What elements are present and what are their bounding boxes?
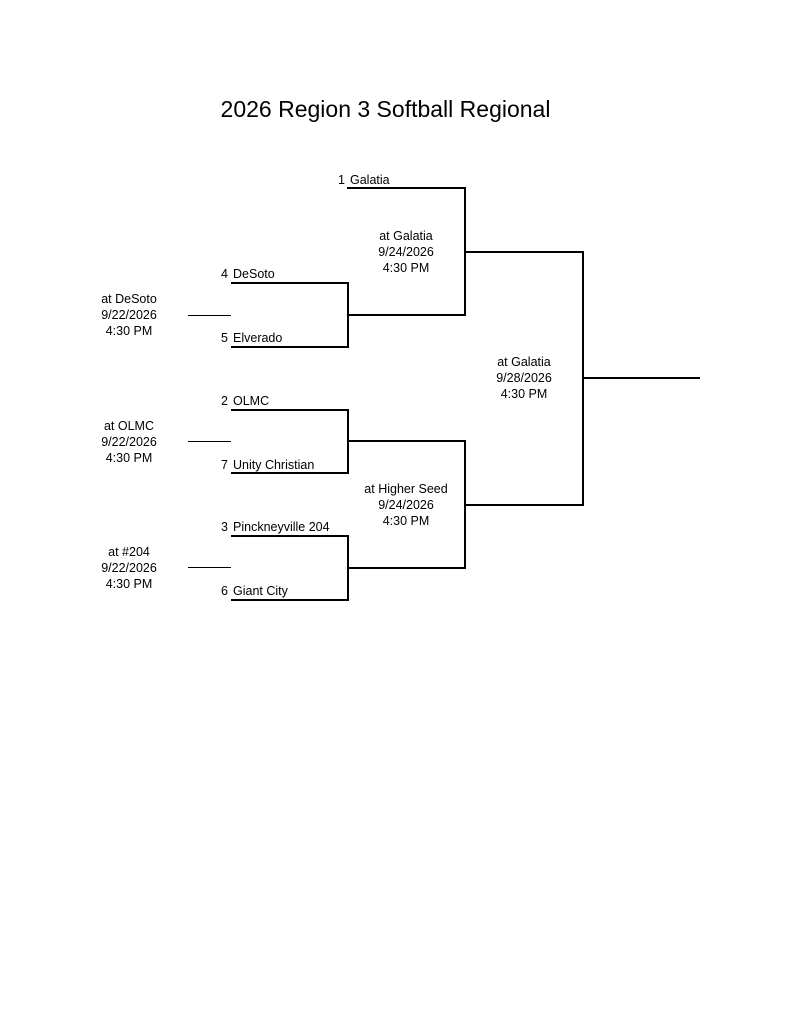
seed-number: 7 bbox=[221, 458, 228, 472]
bracket-line-giant-city bbox=[231, 599, 349, 601]
seed-number: 1 bbox=[338, 173, 345, 187]
bracket-line-204-winner bbox=[347, 567, 466, 569]
team-name: OLMC bbox=[233, 394, 270, 408]
game-info-semi-top: at Galatia 9/24/2026 4:30 PM bbox=[351, 228, 461, 276]
team-slot-6: 6 Giant City bbox=[221, 583, 288, 599]
game-time: 4:30 PM bbox=[382, 261, 430, 275]
team-name: DeSoto bbox=[233, 267, 275, 281]
team-slot-4: 4 DeSoto bbox=[221, 266, 275, 282]
bracket-line-unity-christian bbox=[231, 472, 349, 474]
game-info-204: at #204 9/22/2026 4:30 PM bbox=[74, 544, 184, 592]
team-slot-2: 2 OLMC bbox=[221, 393, 269, 409]
bracket-line-desoto bbox=[231, 282, 349, 284]
team-name: Pinckneyville 204 bbox=[233, 520, 330, 534]
page-title: 2026 Region 3 Softball Regional bbox=[220, 96, 551, 122]
game-info-olmc: at OLMC 9/22/2026 4:30 PM bbox=[74, 418, 184, 466]
game-info-semi-bottom: at Higher Seed 9/24/2026 4:30 PM bbox=[351, 481, 461, 529]
seed-number: 6 bbox=[221, 584, 228, 598]
game-date: 9/22/2026 bbox=[101, 308, 157, 322]
game-time: 4:30 PM bbox=[500, 387, 548, 401]
bracket-line-olmc-winner bbox=[347, 440, 466, 442]
game-site: at OLMC bbox=[103, 419, 154, 433]
game-time: 4:30 PM bbox=[105, 451, 153, 465]
game-marker-desoto bbox=[188, 315, 231, 316]
team-slot-5: 5 Elverado bbox=[221, 330, 282, 346]
seed-number: 5 bbox=[221, 331, 228, 345]
team-name: Giant City bbox=[233, 584, 288, 598]
game-date: 9/28/2026 bbox=[496, 371, 552, 385]
bracket-line-olmc bbox=[231, 409, 349, 411]
bracket-line-pinckneyville bbox=[231, 535, 349, 537]
seed-number: 2 bbox=[221, 394, 228, 408]
bracket-line-champion bbox=[582, 377, 700, 379]
game-site: at Galatia bbox=[497, 355, 551, 369]
game-site: at Higher Seed bbox=[364, 482, 448, 496]
game-site: at #204 bbox=[108, 545, 150, 559]
game-marker-204 bbox=[188, 567, 231, 568]
team-name: Unity Christian bbox=[233, 458, 315, 472]
game-site: at DeSoto bbox=[101, 292, 157, 306]
game-info-final: at Galatia 9/28/2026 4:30 PM bbox=[469, 354, 579, 402]
game-marker-olmc bbox=[188, 441, 231, 442]
game-site: at Galatia bbox=[379, 229, 433, 243]
team-slot-7: 7 Unity Christian bbox=[221, 457, 314, 473]
game-time: 4:30 PM bbox=[105, 324, 153, 338]
game-date: 9/24/2026 bbox=[378, 498, 434, 512]
team-name: Elverado bbox=[233, 331, 283, 345]
team-name: Galatia bbox=[350, 173, 390, 187]
game-date: 9/22/2026 bbox=[101, 561, 157, 575]
game-time: 4:30 PM bbox=[382, 514, 430, 528]
bracket-line-semi-top-winner bbox=[464, 251, 584, 253]
game-date: 9/24/2026 bbox=[378, 245, 434, 259]
team-slot-3: 3 Pinckneyville 204 bbox=[221, 519, 330, 535]
bracket-line-elverado bbox=[231, 346, 349, 348]
seed-number: 4 bbox=[221, 267, 228, 281]
bracket-line-desoto-winner bbox=[347, 314, 466, 316]
bracket-line-semi-bottom-winner bbox=[464, 504, 584, 506]
game-info-desoto: at DeSoto 9/22/2026 4:30 PM bbox=[74, 291, 184, 339]
team-slot-1: 1 Galatia bbox=[338, 172, 390, 188]
game-date: 9/22/2026 bbox=[101, 435, 157, 449]
game-time: 4:30 PM bbox=[105, 577, 153, 591]
seed-number: 3 bbox=[221, 520, 228, 534]
bracket-line-galatia bbox=[347, 187, 466, 189]
